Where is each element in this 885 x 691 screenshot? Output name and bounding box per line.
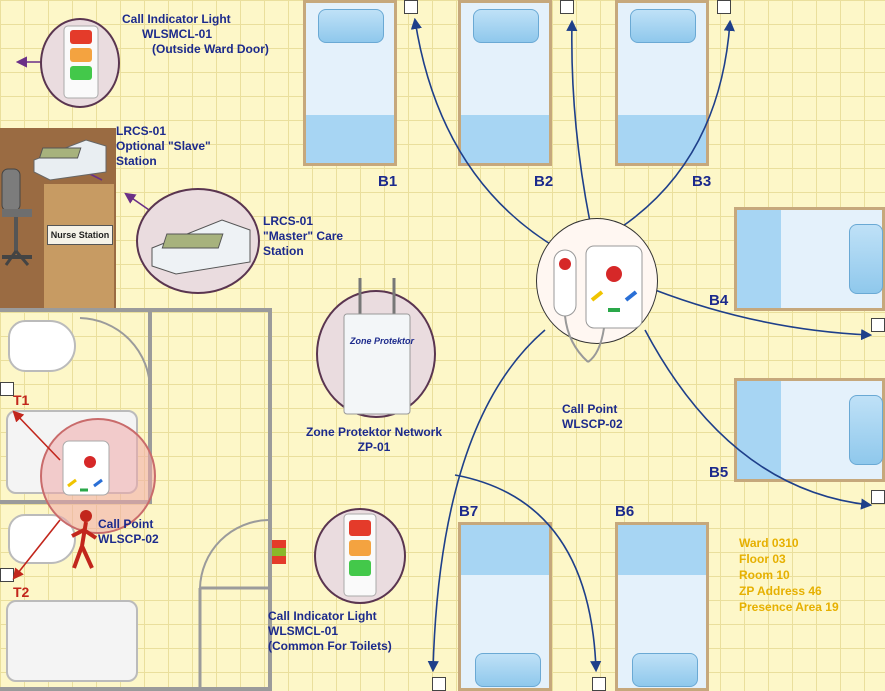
toilet-label-t2: T2 (13, 584, 30, 600)
toilet-wall-top (0, 308, 272, 312)
call-point-device-icon (62, 440, 110, 496)
call-light-top-label: Call Indicator Light WLSMCL-01 (Outside … (122, 12, 269, 56)
chair-icon (1, 168, 32, 266)
bed-b2 (458, 0, 552, 166)
blanket (461, 525, 549, 575)
bed-label-b7: B7 (459, 503, 479, 520)
blanket (461, 115, 549, 163)
nurse-desk (44, 184, 114, 308)
pillow (849, 395, 883, 465)
zone-protektor-device-text: Zone Protektor (350, 336, 415, 346)
toilet-bowl-1 (8, 320, 76, 372)
indicator-light-icon (63, 25, 99, 99)
toilet-plate-1 (0, 382, 14, 396)
bed-b4 (734, 207, 885, 311)
person-pull-cord-icon (71, 510, 98, 569)
bed-wall-plate (717, 0, 731, 14)
bed-b6 (615, 522, 709, 691)
blanket (306, 115, 394, 163)
pillow (318, 9, 384, 43)
bed-label-b2: B2 (534, 173, 554, 190)
wall-light-icon (272, 540, 286, 564)
pillow (630, 9, 696, 43)
bed-wall-plate (404, 0, 418, 14)
toilet-label-t1: T1 (13, 392, 30, 408)
pillow (473, 9, 539, 43)
bed-label-b6: B6 (615, 503, 635, 520)
indicator-light-icon (343, 513, 377, 597)
master-station-icon (151, 219, 251, 275)
blanket (618, 525, 706, 575)
nurse-station-sign: Nurse Station (47, 225, 113, 245)
call-point-center-icon (553, 245, 643, 363)
bed-label-b5: B5 (709, 464, 729, 481)
blanket (737, 381, 781, 479)
bed-b3 (615, 0, 709, 166)
bathtub-2 (6, 600, 138, 682)
bed-label-b4: B4 (709, 292, 729, 309)
bed-b7 (458, 522, 552, 691)
bed-b1 (303, 0, 397, 166)
toilet-wall-bottom (0, 687, 272, 691)
slave-station-icon (33, 139, 107, 181)
bed-label-b3: B3 (692, 173, 712, 190)
pillow (475, 653, 541, 687)
blanket (737, 210, 781, 308)
bed-label-b1: B1 (378, 173, 398, 190)
zone-protektor-device-icon (343, 278, 411, 415)
blanket (618, 115, 706, 163)
toilet-wall-right (268, 308, 272, 691)
pillow (632, 653, 698, 687)
bed-wall-plate (560, 0, 574, 14)
ward-info: Ward 0310 Floor 03 Room 10 ZP Address 46… (739, 536, 839, 614)
pillow (849, 224, 883, 294)
